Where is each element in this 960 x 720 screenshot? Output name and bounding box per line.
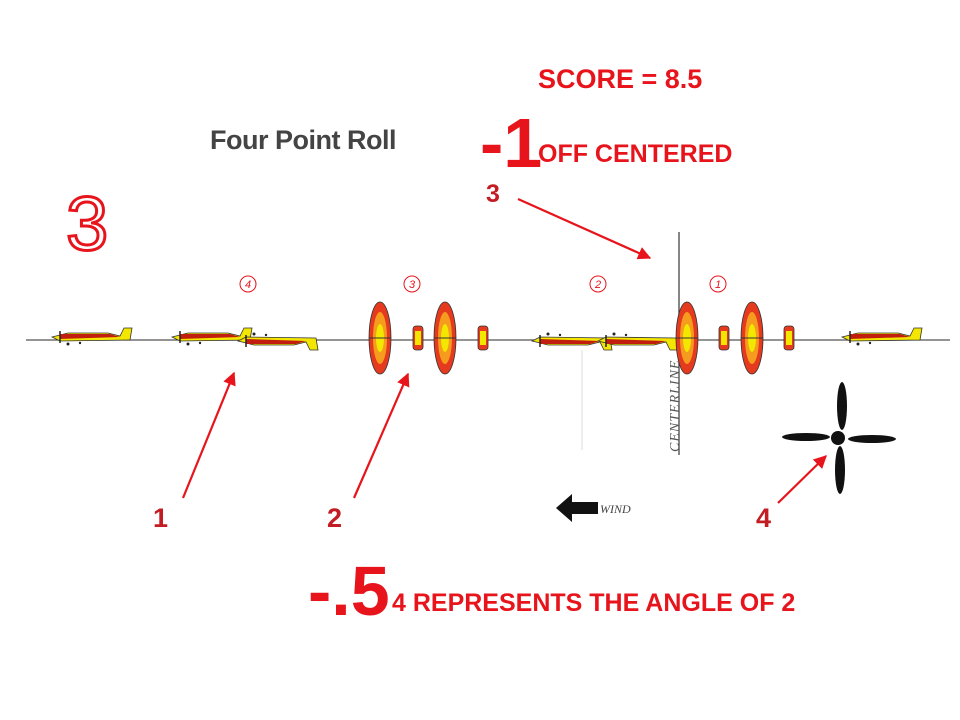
callout-arrows bbox=[181, 197, 827, 504]
wind-label: WIND bbox=[600, 502, 631, 516]
deduction-value: -.5 bbox=[308, 552, 390, 630]
maneuver-title: Four Point Roll bbox=[210, 125, 396, 155]
plane-knife-edge-icon bbox=[740, 301, 764, 375]
plane-icon bbox=[171, 327, 253, 347]
callout-number: 4 bbox=[756, 503, 772, 533]
deduction-value: -1 bbox=[480, 104, 543, 182]
roll-point-label: 3 bbox=[409, 279, 416, 291]
callout-number: 1 bbox=[153, 503, 169, 533]
roll-point-label: 1 bbox=[715, 279, 721, 291]
plane-tail-icon bbox=[783, 325, 795, 351]
centerline-label: CENTERLINE bbox=[668, 359, 683, 452]
plane-knife-edge-icon bbox=[368, 301, 392, 375]
roll-point-label: 4 bbox=[245, 279, 251, 291]
plane-sequence bbox=[51, 301, 923, 375]
plane-icon bbox=[51, 327, 133, 347]
arrow-3-icon bbox=[517, 197, 652, 260]
plane-icon bbox=[841, 327, 923, 347]
roll-point-markers: 4 3 2 1 bbox=[239, 275, 727, 293]
callout-number: 2 bbox=[327, 503, 343, 533]
plane-knife-edge-icon bbox=[433, 301, 457, 375]
callout-number: 3 bbox=[486, 180, 500, 208]
deduction-note: OFF CENTERED bbox=[538, 140, 733, 168]
score-label: SCORE = 8.5 bbox=[538, 64, 703, 94]
arrow-4-icon bbox=[777, 455, 827, 504]
plane-tail-icon bbox=[412, 325, 424, 351]
propeller-icon bbox=[782, 382, 896, 494]
arrow-2-icon bbox=[352, 372, 410, 499]
figure-number: 3 bbox=[64, 181, 109, 269]
plane-tail-icon bbox=[718, 325, 730, 351]
plane-tail-icon bbox=[477, 325, 489, 351]
arrow-1-icon bbox=[181, 371, 236, 499]
wind-arrow-icon bbox=[556, 494, 598, 522]
deduction-note: 4 REPRESENTS THE ANGLE OF 2 bbox=[392, 589, 796, 617]
roll-point-label: 2 bbox=[594, 279, 601, 291]
